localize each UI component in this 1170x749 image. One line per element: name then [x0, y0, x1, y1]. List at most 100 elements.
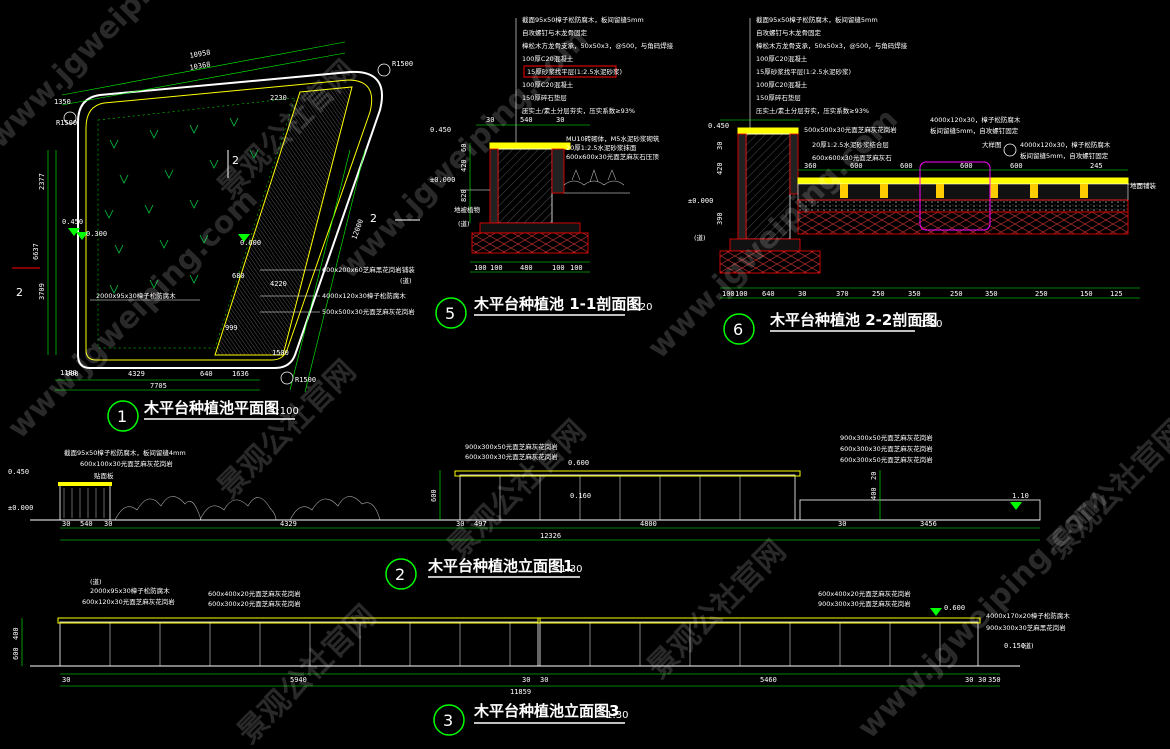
sec22-side-10: (道) — [694, 233, 706, 242]
elev1-dim-3: 30 — [104, 520, 112, 528]
elev3-note-6: 900x300x30光面芝麻灰花岗岩 — [818, 599, 911, 608]
elev3-note-9: (道) — [90, 577, 102, 586]
sec11-dim-5: 100 — [490, 264, 503, 272]
elev1-note-3: 贴面板 — [94, 471, 114, 480]
elev1-level-4: 0.160 — [570, 492, 591, 500]
elev3-note-4: 600x300x20光面芝麻灰花岗岩 — [208, 599, 301, 608]
elev3-total: 11859 — [510, 688, 531, 696]
elev1-number: 2 — [395, 565, 405, 584]
sec22-level-1: 0.450 — [708, 122, 729, 130]
sec22-note-6: 100厚C20混凝土 — [756, 80, 808, 89]
sec11-left-dim-1: 60 — [460, 144, 468, 152]
elev1-title: 木平台种植池立面图1 — [427, 557, 573, 575]
plan-level-1: 0.300 — [86, 230, 107, 238]
sec22-dim-11: 150 — [1080, 290, 1093, 298]
sec22-scale: 1:20 — [920, 319, 942, 330]
sec11-dim-1: 30 — [486, 116, 494, 124]
elev3-dim-2: 5940 — [290, 676, 307, 684]
plan-view: 10958 10368 900 4329 640 1636 7705 2377 … — [12, 41, 420, 432]
elev1-total: 12326 — [540, 532, 561, 540]
sec11-note-6: 100厚C20混凝土 — [522, 80, 574, 89]
elev1-right-dim-1: 20 — [870, 472, 878, 480]
sec11-level-1: 0.450 — [430, 126, 451, 134]
plan-plants — [104, 117, 259, 294]
sec22-dim-5: 370 — [836, 290, 849, 298]
section-2-2: 截面95x50樟子松防腐木，板间留缝5mm 自攻螺钉与木龙骨固定 樟松木方龙骨支… — [688, 15, 1157, 345]
sec11-side-5: (道) — [458, 219, 470, 228]
sec22-dim-1: 100 — [722, 290, 735, 298]
sec22-dim-3: 640 — [762, 290, 775, 298]
plan-title: 木平台种植池平面图 — [143, 399, 279, 417]
plan-radius-top: R1500 — [392, 60, 413, 68]
elev3-dim-8: 350 — [988, 676, 1001, 684]
sec22-side-2: 板间留缝5mm，自攻螺钉固定 — [930, 126, 1019, 135]
plan-level-2: 0.450 — [62, 218, 83, 226]
sec22-note-7: 150厚碎石垫层 — [756, 93, 801, 102]
elev1-right-dim-3: 600 — [430, 489, 438, 502]
elev1-level-2: ±0.000 — [8, 504, 33, 512]
elev3-number: 3 — [443, 711, 453, 730]
plan-dim-bottom-2: 4329 — [128, 370, 145, 378]
sec22-dim-9: 350 — [985, 290, 998, 298]
sec22-inner-3: 600 — [900, 162, 913, 170]
sec22-left-1: 30 — [716, 142, 724, 150]
sec11-dim-4: 100 — [474, 264, 487, 272]
elev1-dim-7: 4800 — [640, 520, 657, 528]
sec22-number: 6 — [733, 320, 743, 339]
sec22-note-5: 15厚砂浆找平层(1:2.5水泥砂浆) — [756, 67, 851, 76]
sec11-note-7: 150厚碎石垫层 — [522, 93, 567, 102]
sec11-level-2: ±0.000 — [430, 176, 455, 184]
sec22-dim-8: 250 — [950, 290, 963, 298]
sec22-dim-6: 250 — [872, 290, 885, 298]
elev3-level-2: 0.150 — [1004, 642, 1025, 650]
sec11-note-4: 100厚C20混凝土 — [522, 54, 574, 63]
sec22-inner-5: 600 — [1010, 162, 1023, 170]
plan-dim-top-1: 10958 — [189, 48, 211, 60]
elev3-note-5: 600x400x20光面芝麻灰花岗岩 — [818, 589, 911, 598]
plan-dim-diag-1: 1350 — [54, 98, 71, 106]
sec22-left-3: 390 — [716, 212, 724, 225]
sec11-dim-7: 100 — [552, 264, 565, 272]
sec22-side-5: 板间留缝5mm，自攻螺钉固定 — [1020, 151, 1109, 160]
plan-dim-left-3: 3709 — [38, 283, 46, 300]
elev3-note-8: 900x300x30芝麻黑花岗岩 — [986, 623, 1066, 632]
plan-number-circle — [107, 400, 139, 432]
elev1-right-dim-2: 400 — [870, 487, 878, 500]
elev1-note-8: 600x300x50光面芝麻灰花岗岩 — [840, 455, 933, 464]
plan-dim-diag-3: 4220 — [270, 280, 287, 288]
elev3-left-dim-1: 400 — [12, 627, 20, 640]
elev1-note-6: 900x300x50光面芝麻灰花岗岩 — [840, 433, 933, 442]
plan-note-4: 500x500x30光面芝麻灰花岗岩 — [322, 307, 415, 316]
sec22-bottom-dims: 100 100 640 30 370 250 350 250 350 250 1… — [722, 290, 1123, 298]
plan-level-3: 0.600 — [240, 239, 261, 247]
plan-radius-bottom: R1500 — [295, 376, 316, 384]
sec22-inner-6: 245 — [1090, 162, 1103, 170]
elev3-dim-5: 5460 — [760, 676, 777, 684]
elev1-note-7: 600x300x30光面芝麻灰花岗岩 — [840, 444, 933, 453]
plan-dim-bottom-total: 7705 — [150, 382, 167, 390]
sec11-left-dim-3: 820 — [460, 189, 468, 202]
sec11-dim-2: 540 — [520, 116, 533, 124]
sec11-side-2: 20厚1:2.5水泥砂浆抹面 — [566, 143, 637, 152]
plan-dim-diag-5: 999 — [225, 324, 238, 332]
sec22-note-2: 自攻螺钉与木龙骨固定 — [756, 28, 822, 37]
elev1-level-3: 0.600 — [568, 459, 589, 467]
elev1-note-2: 600x100x30光面芝麻灰花岗岩 — [80, 459, 173, 468]
plan-dim-diag-6: 680 — [232, 272, 245, 280]
elev1-dim-1: 30 — [62, 520, 70, 528]
sec22-joists — [840, 184, 1088, 198]
sec22-level-2: ±0.000 — [688, 197, 713, 205]
sec22-side-6: 地面铺装 — [1130, 181, 1157, 190]
elev1-dim-9: 3456 — [920, 520, 937, 528]
watermark-cn-3: 景观公社官网 — [441, 414, 593, 566]
sec11-note-8: 压实土/素土分层夯实，压实系数≥93% — [522, 106, 635, 115]
sec11-side-4: 地被植物 — [454, 205, 481, 214]
watermark-url-1: www.jgweiping.com — [0, 0, 245, 156]
sec11-dim-8: 100 — [570, 264, 583, 272]
elev3-scale: 1:30 — [606, 710, 628, 721]
elev3-note-7: 4000x170x20樟子松防腐木 — [986, 611, 1070, 620]
sec22-side-8: 20厚1:2.5水泥砂浆结合层 — [812, 140, 889, 149]
elev1-level-1: 0.450 — [8, 468, 29, 476]
elev1-scale: 1:30 — [560, 564, 582, 575]
sec22-inner-1: 360 — [804, 162, 817, 170]
